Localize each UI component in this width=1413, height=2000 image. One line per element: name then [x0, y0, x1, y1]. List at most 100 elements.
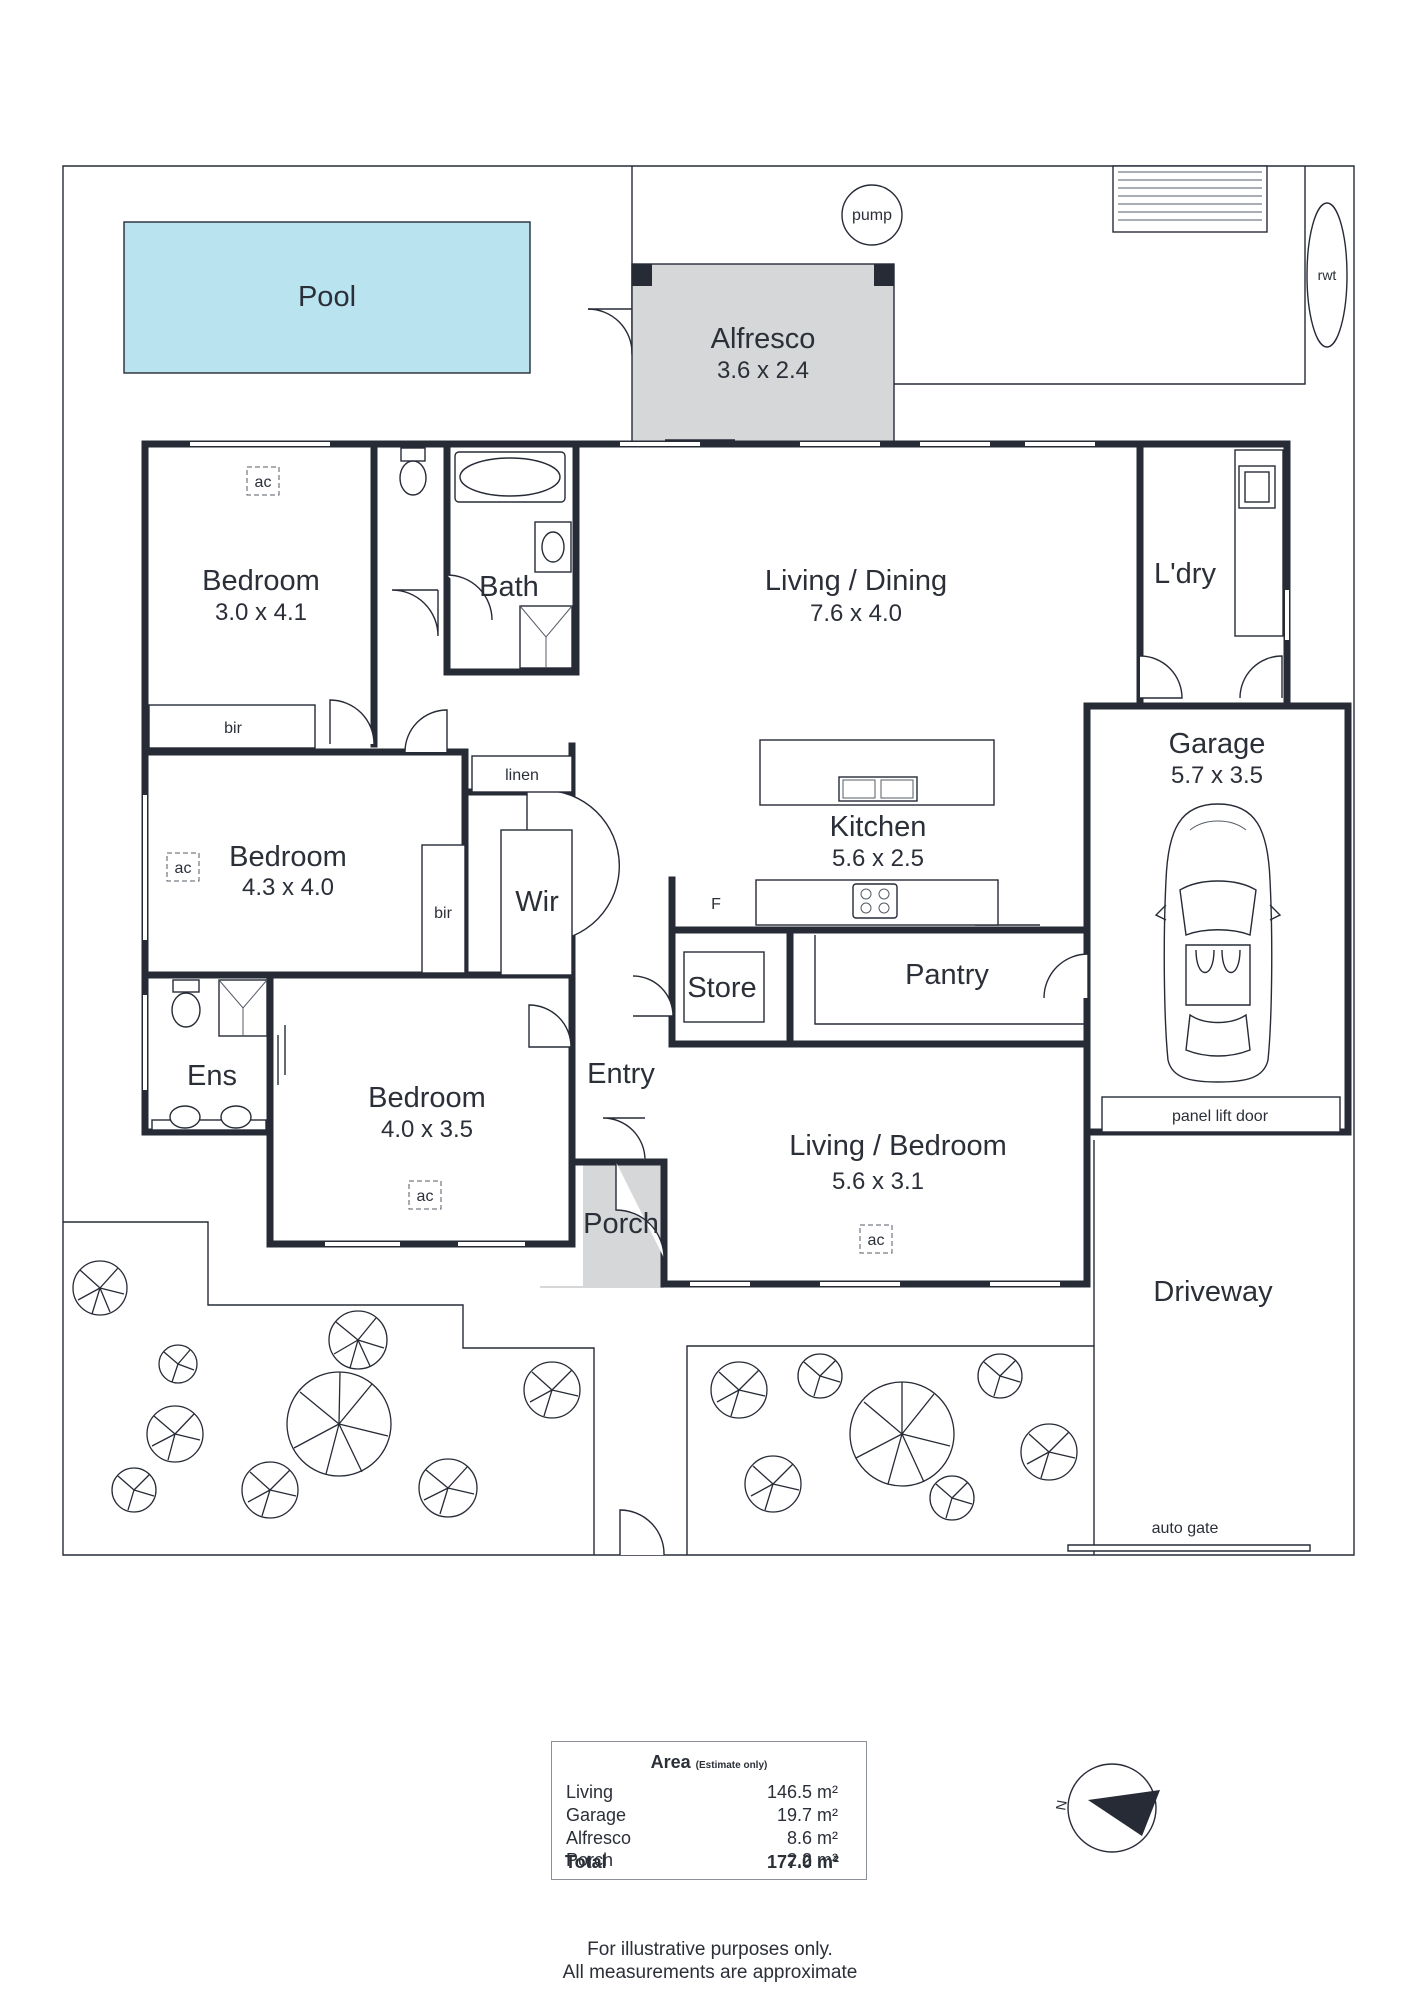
- bir1-label: bir: [224, 720, 242, 737]
- pump-label: pump: [852, 207, 892, 224]
- bath-label: Bath: [479, 571, 539, 603]
- living-dining-dims: 7.6 x 4.0: [810, 600, 902, 627]
- tree-icon: [146, 1405, 204, 1463]
- alfresco-post: [632, 264, 652, 286]
- bathtub-basin: [459, 457, 561, 497]
- bir2: [421, 844, 466, 974]
- porch-label: Porch: [583, 1208, 659, 1240]
- toilet: [399, 447, 427, 496]
- alfresco-sliding-door: [665, 439, 795, 447]
- tree-icon: [286, 1371, 392, 1477]
- disclaimer-line: For illustrative purposes only.: [587, 1939, 833, 1960]
- car-icon: [1154, 803, 1282, 1083]
- steps: [1112, 165, 1268, 233]
- area-row-label: Alfresco: [566, 1828, 632, 1848]
- ac-unit: [859, 1224, 893, 1254]
- tree-icon: [111, 1467, 157, 1513]
- rwt-label: rwt: [1318, 267, 1337, 283]
- area-row: Alfresco 8.6 m²: [566, 1828, 838, 1851]
- bedroom2-label: Bedroom: [229, 841, 347, 873]
- doors: [329, 574, 1283, 1556]
- disclaimer: For illustrative purposes only. All meas…: [500, 1938, 920, 1984]
- area-title: Area (Estimate only): [650, 1752, 768, 1772]
- panel-lift-door: [1101, 1096, 1341, 1133]
- tree-icon: [1020, 1423, 1078, 1481]
- wir-label: Wir: [515, 886, 559, 918]
- auto-gate: [1067, 1544, 1311, 1552]
- ac-label: ac: [255, 474, 272, 491]
- tree-icon: [72, 1260, 128, 1316]
- living-dining-label: Living / Dining: [765, 565, 947, 597]
- porch-shading: [540, 1162, 664, 1288]
- area-row-value: 146.5 m²: [766, 1782, 838, 1802]
- area-row: Garage 19.7 m²: [566, 1805, 838, 1828]
- ac-label: ac: [175, 860, 192, 877]
- fridge-label: F: [711, 896, 721, 913]
- bedroom1-dims: 3.0 x 4.1: [215, 599, 307, 626]
- tree-icon: [929, 1475, 975, 1521]
- area-row-value: 8.6 m²: [786, 1828, 838, 1848]
- bedroom2-dims: 4.3 x 4.0: [242, 874, 334, 901]
- area-row-value: 19.7 m²: [776, 1805, 838, 1825]
- cooktop: [852, 883, 898, 919]
- pump: [841, 184, 903, 246]
- tree-icon: [849, 1381, 955, 1487]
- area-row: Porch 2.2 m²: [566, 1850, 838, 1873]
- ensuite-label: Ens: [187, 1060, 237, 1092]
- windows: [141, 440, 1291, 1288]
- alfresco-post: [874, 264, 894, 286]
- kitchen-label: Kitchen: [830, 811, 927, 843]
- shower: [519, 605, 573, 669]
- laundry-tub: [1238, 465, 1276, 509]
- living-bedroom-label: Living / Bedroom: [789, 1130, 1007, 1162]
- bir1: [148, 704, 316, 749]
- bir2-label: bir: [434, 905, 452, 922]
- living-bedroom-dims: 5.6 x 3.1: [832, 1168, 924, 1195]
- ac-unit: [246, 466, 280, 496]
- area-row-label: Garage: [566, 1805, 627, 1825]
- store-label: Store: [687, 972, 756, 1004]
- alfresco-label: Alfresco: [711, 323, 816, 355]
- ensuite-vanity: [151, 1105, 267, 1131]
- pool-gate: [587, 308, 633, 354]
- laundry-label: L'dry: [1154, 558, 1216, 590]
- entry-label: Entry: [587, 1058, 655, 1090]
- pantry-label: Pantry: [905, 959, 989, 991]
- area-total-value: 177.0 m²: [766, 1852, 839, 1872]
- store-shelf: [683, 951, 765, 1023]
- tree-icon: [977, 1353, 1023, 1399]
- linen-label: linen: [505, 767, 539, 784]
- area-table: Area (Estimate only) Living 146.5 m² Gar…: [551, 1741, 867, 1880]
- garage-dims: 5.7 x 3.5: [1171, 762, 1263, 789]
- bedroom3-dims: 4.0 x 3.5: [381, 1116, 473, 1143]
- area-row-label: Living: [566, 1782, 614, 1802]
- tree-icon: [418, 1458, 478, 1518]
- kitchen-dims: 5.6 x 2.5: [832, 845, 924, 872]
- alfresco: [631, 263, 895, 443]
- alfresco-dims: 3.6 x 2.4: [717, 357, 809, 384]
- pool: [123, 221, 531, 374]
- north-compass-icon: N: [1052, 1763, 1160, 1853]
- area-total-label: Total: [565, 1852, 607, 1872]
- bedroom3-label: Bedroom: [368, 1082, 486, 1114]
- area-row: Living 146.5 m²: [566, 1782, 838, 1805]
- tree-icon: [710, 1361, 768, 1419]
- area-row-value: 2.2 m²: [786, 1850, 838, 1870]
- driveway-label: Driveway: [1153, 1276, 1273, 1308]
- rainwater-tank: [1306, 202, 1348, 348]
- tree-icon: [158, 1344, 198, 1384]
- panel-lift-door-label: panel lift door: [1172, 1108, 1269, 1125]
- tree-icon: [241, 1461, 299, 1519]
- ac-unit: [408, 1180, 442, 1210]
- bedroom1-label: Bedroom: [202, 565, 320, 597]
- ensuite-sliding-door: [277, 1025, 286, 1085]
- pool-label: Pool: [298, 281, 356, 313]
- tree-icon: [797, 1353, 843, 1399]
- ac-label: ac: [417, 1188, 434, 1205]
- pantry-shelf: [814, 935, 1085, 1025]
- tree-icon: [523, 1361, 581, 1419]
- site-boundary: [62, 165, 1355, 1556]
- vanity-basin: [534, 521, 572, 573]
- linen: [471, 755, 573, 793]
